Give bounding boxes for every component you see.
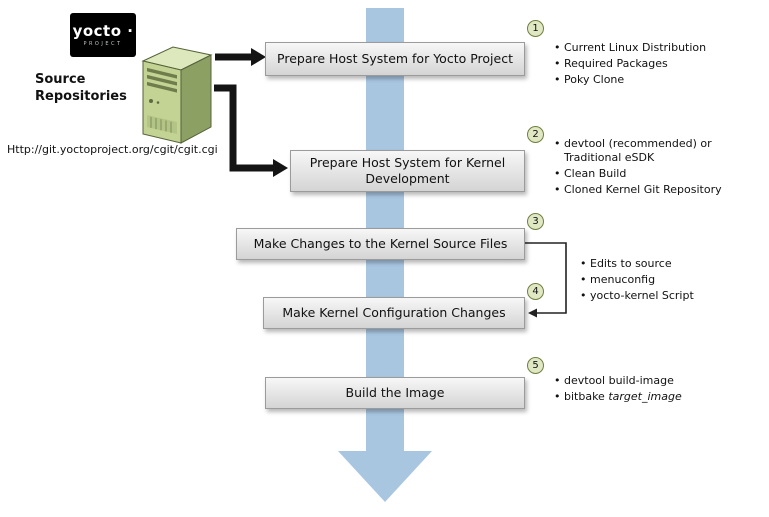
step-number-badge-5: 5 (527, 357, 544, 374)
yocto-logo-subtitle: PROJECT (83, 41, 123, 47)
step-label: Prepare Host System for Yocto Project (277, 51, 513, 66)
server-power-button (149, 99, 153, 103)
step-number-badge-2: 2 (527, 126, 544, 143)
server-side-face (180, 54, 212, 144)
connector-arrow-step2-line (214, 84, 273, 172)
step-box-prepare-host-kernel: Prepare Host System for Kernel Developme… (290, 150, 525, 192)
step-box-make-source-changes: Make Changes to the Kernel Source Files (236, 228, 525, 260)
connector-arrow-step2-head (273, 159, 288, 177)
note-item: devtool (recommended) or Traditional eSD… (553, 137, 738, 165)
server-drive-slot (147, 67, 177, 79)
notes-steps-3-4: Edits to source menuconfig yocto-kernel … (579, 257, 759, 305)
bracket-steps-3-4 (525, 242, 567, 314)
note-item: Edits to source (579, 257, 759, 271)
note-item: Current Linux Distribution (553, 41, 758, 55)
step-label: Make Kernel Configuration Changes (282, 305, 506, 320)
step-label: Build the Image (345, 385, 445, 400)
note-text-italic: target_image (608, 390, 682, 403)
note-item: bitbake target_image (553, 390, 758, 404)
source-repositories-url: Http://git.yoctoproject.org/cgit/cgit.cg… (7, 143, 218, 156)
yocto-logo: yocto · PROJECT (70, 13, 136, 57)
step-box-prepare-host-yocto: Prepare Host System for Yocto Project (265, 42, 525, 76)
step-number-badge-1: 1 (527, 20, 544, 37)
note-item: Cloned Kernel Git Repository (553, 183, 738, 197)
notes-step5: devtool build-image bitbake target_image (553, 374, 758, 406)
server-icon (141, 46, 213, 144)
notes-step1: Current Linux Distribution Required Pack… (553, 41, 758, 89)
step-number-badge-4: 4 (527, 283, 544, 300)
step-number-badge-3: 3 (527, 213, 544, 230)
bracket-arrow-head (528, 308, 537, 318)
connector-arrow-step1-head (251, 48, 266, 66)
note-item: menuconfig (579, 273, 759, 287)
step-label: Make Changes to the Kernel Source Files (253, 236, 508, 251)
source-repositories-label: Source Repositories (35, 72, 127, 104)
note-item: devtool build-image (553, 374, 758, 388)
step-box-build-image: Build the Image (265, 377, 525, 409)
step-label: Prepare Host System for Kernel Developme… (309, 155, 506, 186)
server-vent-grille (147, 115, 177, 134)
notes-step2: devtool (recommended) or Traditional eSD… (553, 137, 738, 199)
yocto-logo-title: yocto · (72, 22, 134, 40)
note-item: Clean Build (553, 167, 738, 181)
server-drive-slot (147, 81, 177, 93)
note-text: bitbake (564, 390, 609, 403)
step-box-make-config-changes: Make Kernel Configuration Changes (263, 297, 525, 329)
server-drive-slot (147, 74, 177, 86)
note-item: yocto-kernel Script (579, 289, 759, 303)
server-led (156, 101, 160, 104)
server-vent-lines (150, 116, 172, 133)
note-item: Required Packages (553, 57, 758, 71)
note-item: Poky Clone (553, 73, 758, 87)
